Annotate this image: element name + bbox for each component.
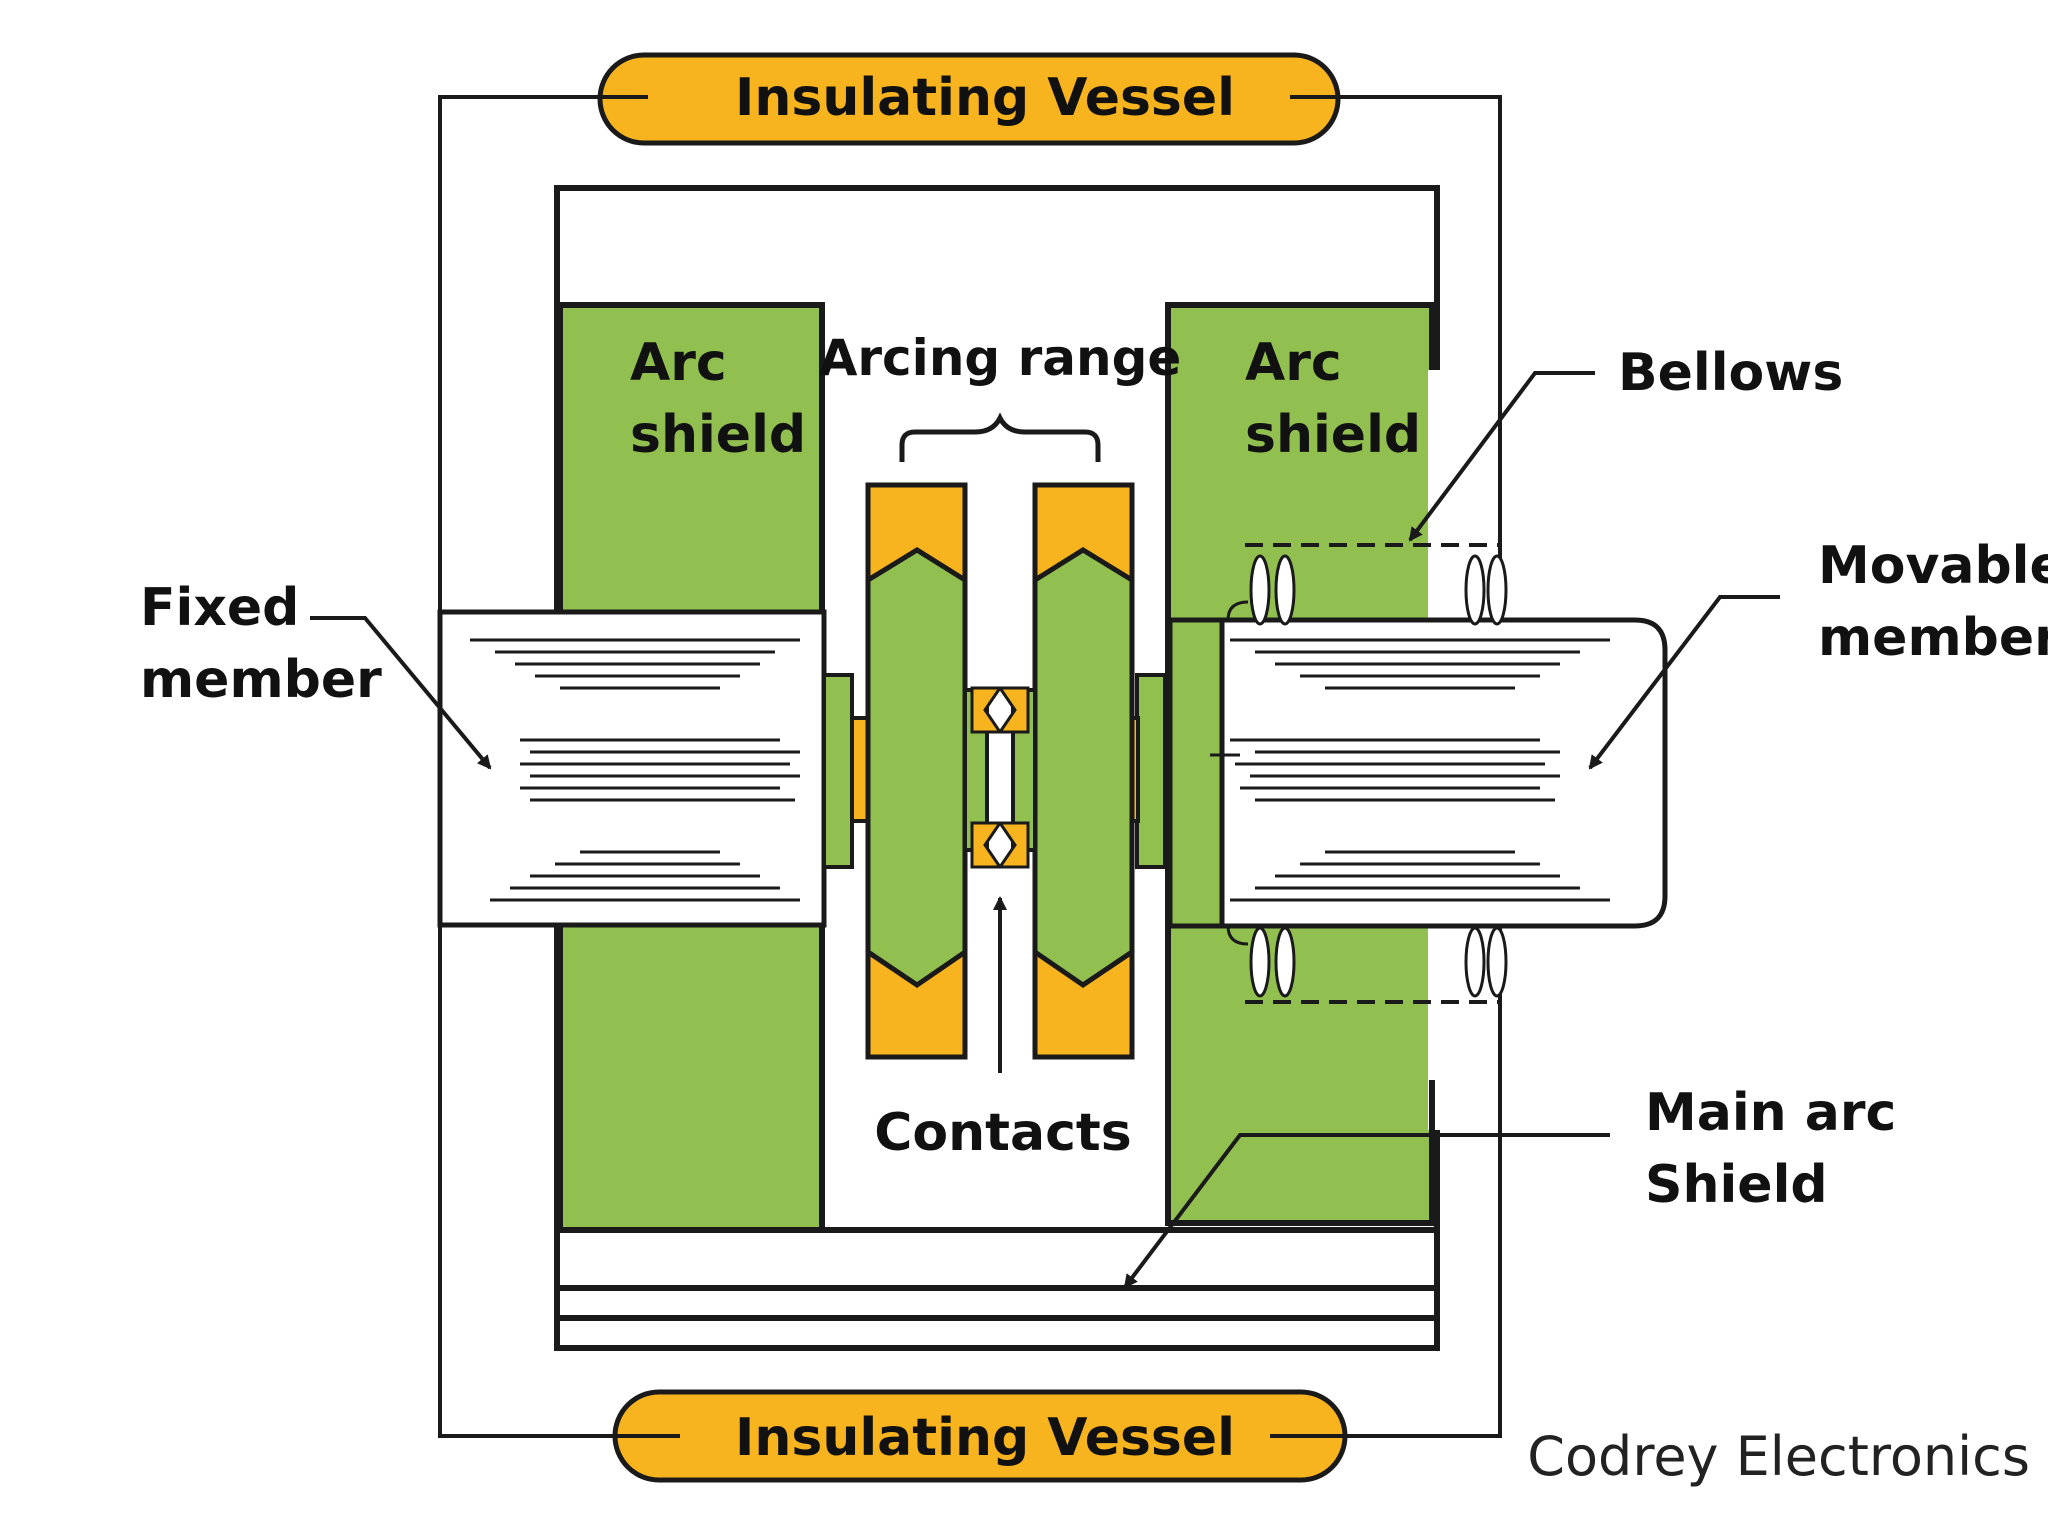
arc-shield-left-line1: Arc <box>630 333 727 393</box>
arc-shield-right-line2: shield <box>1245 405 1421 465</box>
fixed-member-arrow <box>310 616 492 770</box>
arcing-range-label: Arcing range <box>819 329 1182 387</box>
arc-shield-left-line2: shield <box>630 405 806 465</box>
movable-member-arrow <box>1588 595 1780 770</box>
leader-lines <box>310 371 1780 1289</box>
arc-shield-right-label: Arc shield <box>1245 333 1421 465</box>
movable-member <box>1167 617 1668 929</box>
main-arc-shield-plates <box>554 1227 1440 1351</box>
bellows-label: Bellows <box>1618 343 1843 403</box>
credit-label: Codrey Electronics <box>1527 1425 2030 1488</box>
main-arc-shield-line2: Shield <box>1645 1155 1828 1215</box>
main-arc-shield-label: Main arc Shield <box>1645 1083 1914 1215</box>
fixed-member-line1: Fixed <box>140 578 299 638</box>
movable-member-label: Movable member <box>1818 536 2048 668</box>
contacts-label: Contacts <box>874 1103 1132 1163</box>
insulating-vessel-bottom: Insulating Vessel <box>612 1389 1348 1483</box>
vessel-bottom-label: Insulating Vessel <box>735 1408 1235 1468</box>
fixed-member <box>437 609 827 928</box>
main-arc-shield-line1: Main arc <box>1645 1083 1896 1143</box>
vessel-top-label: Insulating Vessel <box>735 68 1235 128</box>
arc-shield-left-label: Arc shield <box>630 333 806 465</box>
bellows-arrow <box>1408 371 1595 542</box>
insulating-vessel-top: Insulating Vessel <box>597 52 1341 146</box>
arcing-range-brace <box>899 412 1101 462</box>
fixed-member-label: Fixed member <box>140 578 382 710</box>
bellows <box>1226 543 1508 1004</box>
fixed-member-line2: member <box>140 650 382 710</box>
movable-member-line1: Movable <box>1818 536 2048 596</box>
contact-left <box>822 482 1003 1060</box>
arc-shield-right-line1: Arc <box>1245 333 1342 393</box>
contact-right <box>997 482 1167 1060</box>
main-arc-shield-arrow <box>1123 1133 1610 1289</box>
movable-member-line2: member <box>1818 608 2048 668</box>
